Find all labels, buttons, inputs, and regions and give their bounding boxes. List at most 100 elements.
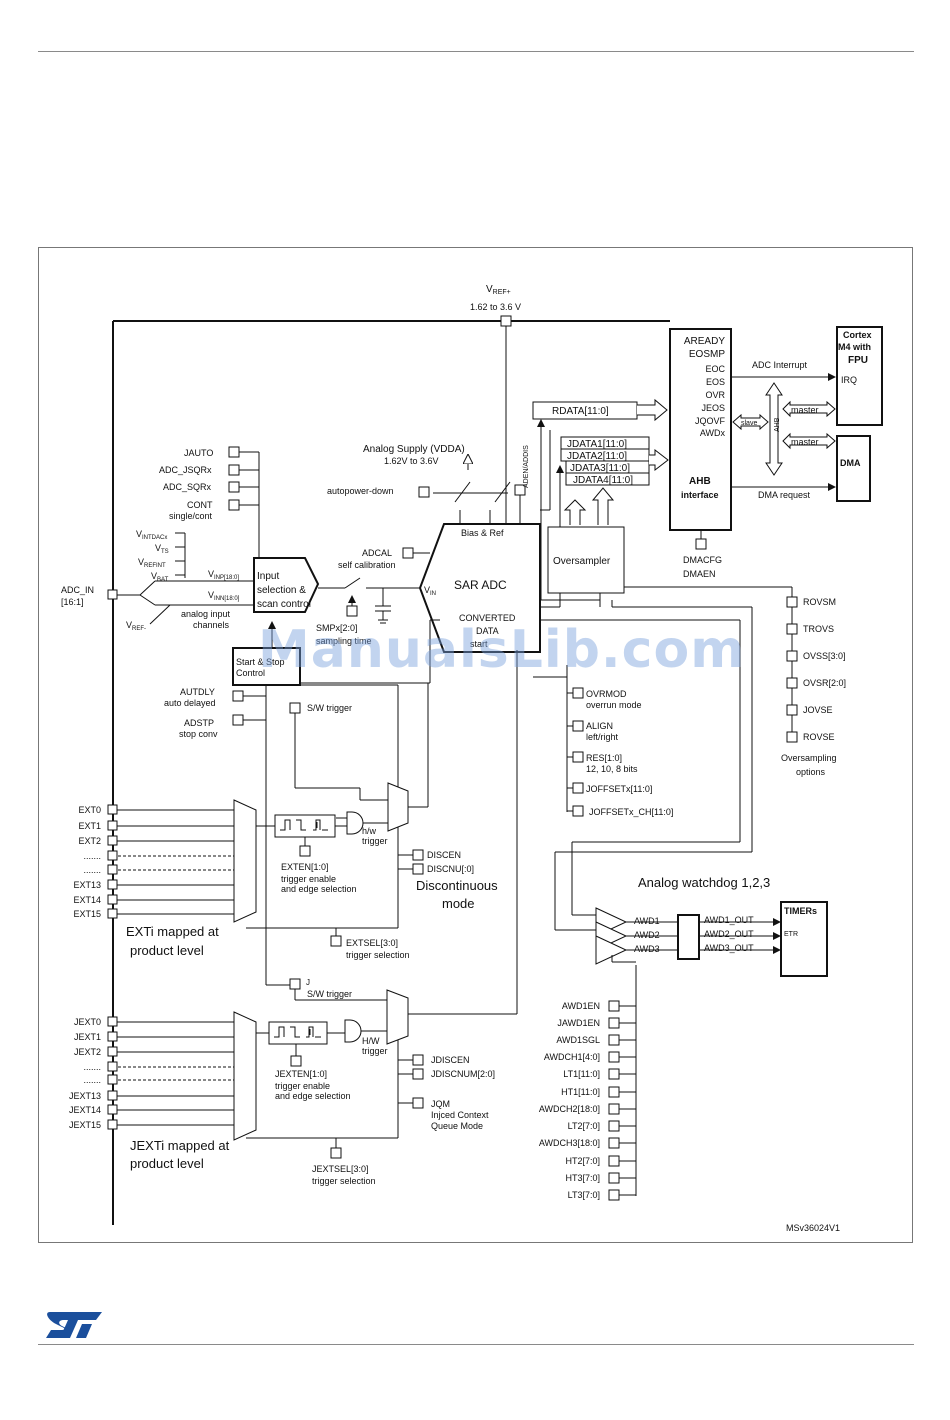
ahb-subtitle: interface: [681, 490, 719, 500]
jdata1-label: JDATA1[11:0]: [567, 439, 627, 450]
jqm-sub-2: Queue Mode: [431, 1121, 483, 1131]
dmacfg-label: DMACFG: [683, 555, 722, 565]
ext15-label: EXT15: [73, 909, 101, 919]
jdiscen-label: JDISCEN: [431, 1055, 470, 1065]
awd-reg-awdch2: AWDCH2[18:0]: [539, 1104, 600, 1114]
cortex-line2: M4 with: [838, 342, 871, 352]
rdata-label: RDATA[11:0]: [552, 406, 609, 417]
exten-sub-1: trigger enable: [281, 874, 336, 884]
irq-label: IRQ: [841, 375, 857, 385]
vbat-label: VBAT: [151, 571, 169, 583]
awd1-out-label: AWD1_OUT: [704, 915, 754, 925]
ext2-label: EXT2: [78, 836, 101, 846]
sampling-time-label: sampling time: [316, 636, 372, 646]
analog-input-label-2: channels: [193, 620, 230, 630]
hw-trigger-small-2: trigger: [362, 836, 388, 846]
opt-joffset-ch: JOFFSETx_CH[11:0]: [589, 807, 673, 817]
exten-sub-2: and edge selection: [281, 884, 357, 894]
input-sel-line2: selection &: [257, 585, 306, 596]
awd-title: Analog watchdog 1,2,3: [638, 875, 770, 890]
dma-request-label: DMA request: [758, 490, 811, 500]
ovs-trovs: TROVS: [803, 624, 834, 634]
jdata3-label: JDATA3[11:0]: [570, 463, 630, 474]
input-sel-line3: scan control: [257, 599, 311, 610]
vref-minus-label: VREF-: [126, 620, 146, 632]
flag-awdx: AWDx: [700, 428, 726, 438]
bias-ref-label: Bias & Ref: [461, 528, 504, 538]
adstp-label: ADSTP: [184, 718, 214, 728]
top-rule: [38, 51, 914, 52]
awd3-label: AWD3: [634, 944, 660, 954]
reg-cont-sub: single/cont: [169, 511, 213, 521]
j-mark: J: [306, 978, 310, 987]
ext-dots-1: .......: [83, 851, 101, 861]
awd-reg-lt1: LT1[11:0]: [563, 1069, 600, 1079]
opt-ovrmod-sub: overrun mode: [586, 700, 642, 710]
oversampler-label: Oversampler: [553, 556, 611, 567]
awd-reg-jawd1en: JAWD1EN: [557, 1018, 600, 1028]
adc-in-range: [16:1]: [61, 597, 84, 607]
opt-align-sub: left/right: [586, 732, 619, 742]
ovs-rovse: ROVSE: [803, 732, 835, 742]
ext1-label: EXT1: [78, 821, 101, 831]
flag-eoc: EOC: [705, 364, 725, 374]
timers-label: TIMERs: [784, 906, 817, 916]
opt-align: ALIGN: [586, 721, 613, 731]
ovs-caption-1: Oversampling: [781, 753, 837, 763]
awd-reg-awd1sgl: AWD1SGL: [556, 1035, 600, 1045]
flag-aready: AREADY: [684, 336, 725, 347]
converted-label: CONVERTED: [459, 613, 516, 623]
extsel-sub: trigger selection: [346, 950, 410, 960]
flag-ovr: OVR: [705, 390, 725, 400]
adstp-sub: stop conv: [179, 729, 218, 739]
jexten-label: JEXTEN[1:0]: [275, 1069, 327, 1079]
autdly-label: AUTDLY: [180, 687, 215, 697]
jext13-label: JEXT13: [69, 1091, 101, 1101]
jext15-label: JEXT15: [69, 1120, 101, 1130]
adc-in-label: ADC_IN: [61, 585, 94, 595]
adcal-label: ADCAL: [362, 548, 392, 558]
reg-adc-sqrx: ADC_SQRx: [163, 482, 212, 492]
awd-reg-ht1: HT1[11:0]: [561, 1087, 600, 1097]
figure-ref: MSv36024V1: [786, 1223, 840, 1233]
sw-trigger-label-1: S/W trigger: [307, 703, 352, 713]
hw-trigger-big-2: trigger: [362, 1046, 388, 1056]
opt-joffset: JOFFSETx[11:0]: [586, 784, 652, 794]
jexti-mapped-2: product level: [130, 1156, 204, 1171]
ext0-label: EXT0: [78, 805, 101, 815]
awd-reg-ht3: HT3[7:0]: [565, 1173, 600, 1183]
vintdac-label: VINTDACx: [136, 529, 167, 541]
awd-reg-awdch3: AWDCH3[18:0]: [539, 1138, 600, 1148]
exten-label: EXTEN[1:0]: [281, 862, 329, 872]
awd3-out-label: AWD3_OUT: [704, 943, 754, 953]
awd-reg-lt2: LT2[7:0]: [568, 1121, 600, 1131]
opt-ovrmod: OVRMOD: [586, 689, 627, 699]
smp-label: SMPx[2:0]: [316, 623, 358, 633]
jext2-label: JEXT2: [74, 1047, 101, 1057]
flag-jqovf: JQOVF: [695, 416, 726, 426]
discont-line2: mode: [442, 896, 475, 911]
bottom-rule: [38, 1344, 914, 1345]
input-sel-line1: Input: [257, 571, 279, 582]
ovs-ovss: OVSS[3:0]: [803, 651, 846, 661]
jext1-label: JEXT1: [74, 1032, 101, 1042]
slave-label: slave: [741, 420, 757, 427]
discont-line1: Discontinuous: [416, 878, 498, 893]
autopower-label: autopower-down: [327, 486, 394, 496]
jdiscnum-label: JDISCNUM[2:0]: [431, 1069, 495, 1079]
awd-reg-ht2: HT2[7:0]: [565, 1156, 600, 1166]
vinp-label: VINP[18:0]: [208, 569, 239, 581]
awd2-out-label: AWD2_OUT: [704, 929, 754, 939]
self-cal-label: self calibration: [338, 560, 396, 570]
ext-dots-2: .......: [83, 865, 101, 875]
awd-reg-awd1en: AWD1EN: [562, 1001, 600, 1011]
ovs-caption-2: options: [796, 767, 826, 777]
opt-res-sub: 12, 10, 8 bits: [586, 764, 638, 774]
etr-label: ETR: [784, 931, 798, 938]
jqm-sub-1: Injced Context: [431, 1110, 489, 1120]
master-label-1: master: [791, 405, 819, 415]
jdata4-label: JDATA4[11:0]: [573, 475, 633, 486]
ahb-title: AHB: [689, 476, 711, 487]
jexten-sub-1: trigger enable: [275, 1081, 330, 1091]
